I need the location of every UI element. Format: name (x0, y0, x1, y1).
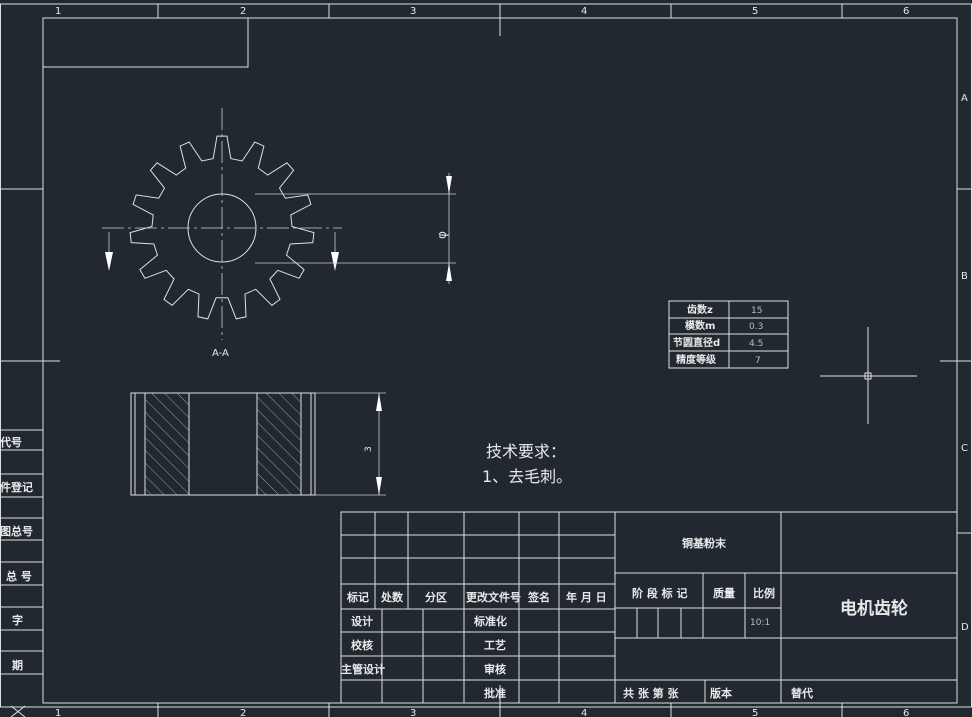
dim-arrow-down (446, 263, 452, 281)
scale-label: 比例 (753, 586, 775, 600)
rev-header-doc-no: 更改文件号 (466, 590, 521, 604)
gear-front-view: φ A-A (102, 108, 456, 359)
rev-header-date: 年 月 日 (566, 590, 607, 604)
version-label: 版本 (710, 686, 732, 700)
stage-mark-label: 阶 段 标 记 (632, 586, 688, 600)
zone-col-1-bottom: 1 (55, 708, 61, 717)
hatch-left (145, 393, 189, 495)
section-arrow-left (105, 252, 113, 271)
zone-col-2-bottom: 2 (240, 708, 246, 717)
rev-header-count: 处数 (380, 590, 404, 604)
title-block: 标记 处数 分区 更改文件号 签名 年 月 日 设计 校核 主管设计 标准化 工… (340, 511, 958, 704)
param-accuracy-value: 7 (755, 356, 761, 366)
side-label-total-no: 总 号 (6, 569, 32, 583)
dim-arrow-up (446, 176, 452, 194)
technical-requirements: 技术要求： 1、去毛刺。 (482, 442, 572, 486)
height-arrow-up (376, 393, 382, 411)
rev-header-zone: 分区 (425, 590, 447, 604)
sign-standardization: 标准化 (473, 614, 507, 628)
param-module-value: 0.3 (749, 322, 763, 332)
rev-header-mark: 标记 (346, 590, 369, 604)
hatch-right (257, 393, 301, 495)
param-pitch-diameter-label: 节圆直径d (673, 336, 720, 349)
zone-row-d: D (961, 622, 969, 633)
sign-chief-design: 主管设计 (341, 662, 385, 676)
tech-title: 技术要求： (486, 442, 566, 461)
zone-col-6-top: 6 (903, 6, 909, 17)
scale-value: 10:1 (750, 618, 770, 628)
param-teeth-value: 15 (751, 306, 762, 316)
material-name: 铜基粉末 (681, 536, 727, 550)
replace-label: 替代 (791, 686, 813, 700)
sign-design: 设计 (351, 614, 373, 628)
sign-review: 审核 (484, 662, 506, 676)
zone-col-5-top: 5 (752, 6, 758, 17)
diameter-symbol: φ (435, 231, 449, 239)
side-label-date: 期 (12, 658, 23, 672)
sign-process: 工艺 (484, 638, 506, 652)
zone-labels: 1 2 3 4 5 6 1 2 3 4 5 6 A B C D (55, 6, 969, 717)
drawing-border (0, 3, 972, 717)
zone-col-1-top: 1 (55, 6, 61, 17)
param-accuracy-label: 精度等级 (676, 353, 717, 366)
mass-label: 质量 (713, 586, 735, 600)
gear-section-view: 3 (130, 392, 386, 496)
zone-col-4-top: 4 (581, 6, 587, 17)
zone-row-c: C (961, 443, 968, 454)
sign-check: 校核 (351, 638, 373, 652)
zone-col-6-bottom: 6 (903, 708, 909, 717)
zone-row-b: B (961, 271, 968, 282)
zone-col-5-bottom: 5 (752, 708, 758, 717)
section-arrow-right (331, 252, 339, 271)
side-label-code: 代号 (0, 435, 22, 449)
zone-col-3-bottom: 3 (410, 708, 416, 717)
side-label-register: 件登记 (0, 480, 33, 494)
sign-approve: 批准 (484, 686, 506, 700)
param-teeth-label: 齿数z (687, 303, 713, 316)
param-module-label: 模数m (685, 319, 715, 332)
zone-col-2-top: 2 (240, 6, 246, 17)
side-label-sign: 字 (12, 613, 23, 627)
rev-header-sign: 签名 (527, 590, 550, 604)
side-label-drawing-no: 图总号 (0, 524, 33, 538)
gear-outline (129, 135, 315, 320)
zone-row-a: A (961, 93, 968, 104)
sheet-count: 共 张 第 张 (623, 686, 679, 700)
crosshair-cursor (820, 327, 917, 424)
tech-item-1: 1、去毛刺。 (482, 467, 572, 486)
zone-col-3-top: 3 (410, 6, 416, 17)
gear-parameter-table: 齿数z 模数m 节圆直径d 精度等级 15 0.3 4.5 7 (668, 300, 789, 369)
part-name: 电机齿轮 (840, 598, 908, 619)
section-label: A-A (212, 348, 229, 359)
param-pitch-diameter-value: 4.5 (749, 339, 763, 349)
side-registration-table: 代号 件登记 图总号 总 号 字 期 (0, 429, 43, 675)
zone-col-4-bottom: 4 (581, 708, 587, 717)
height-dim-label: 3 (364, 446, 374, 452)
height-arrow-down (376, 477, 382, 495)
